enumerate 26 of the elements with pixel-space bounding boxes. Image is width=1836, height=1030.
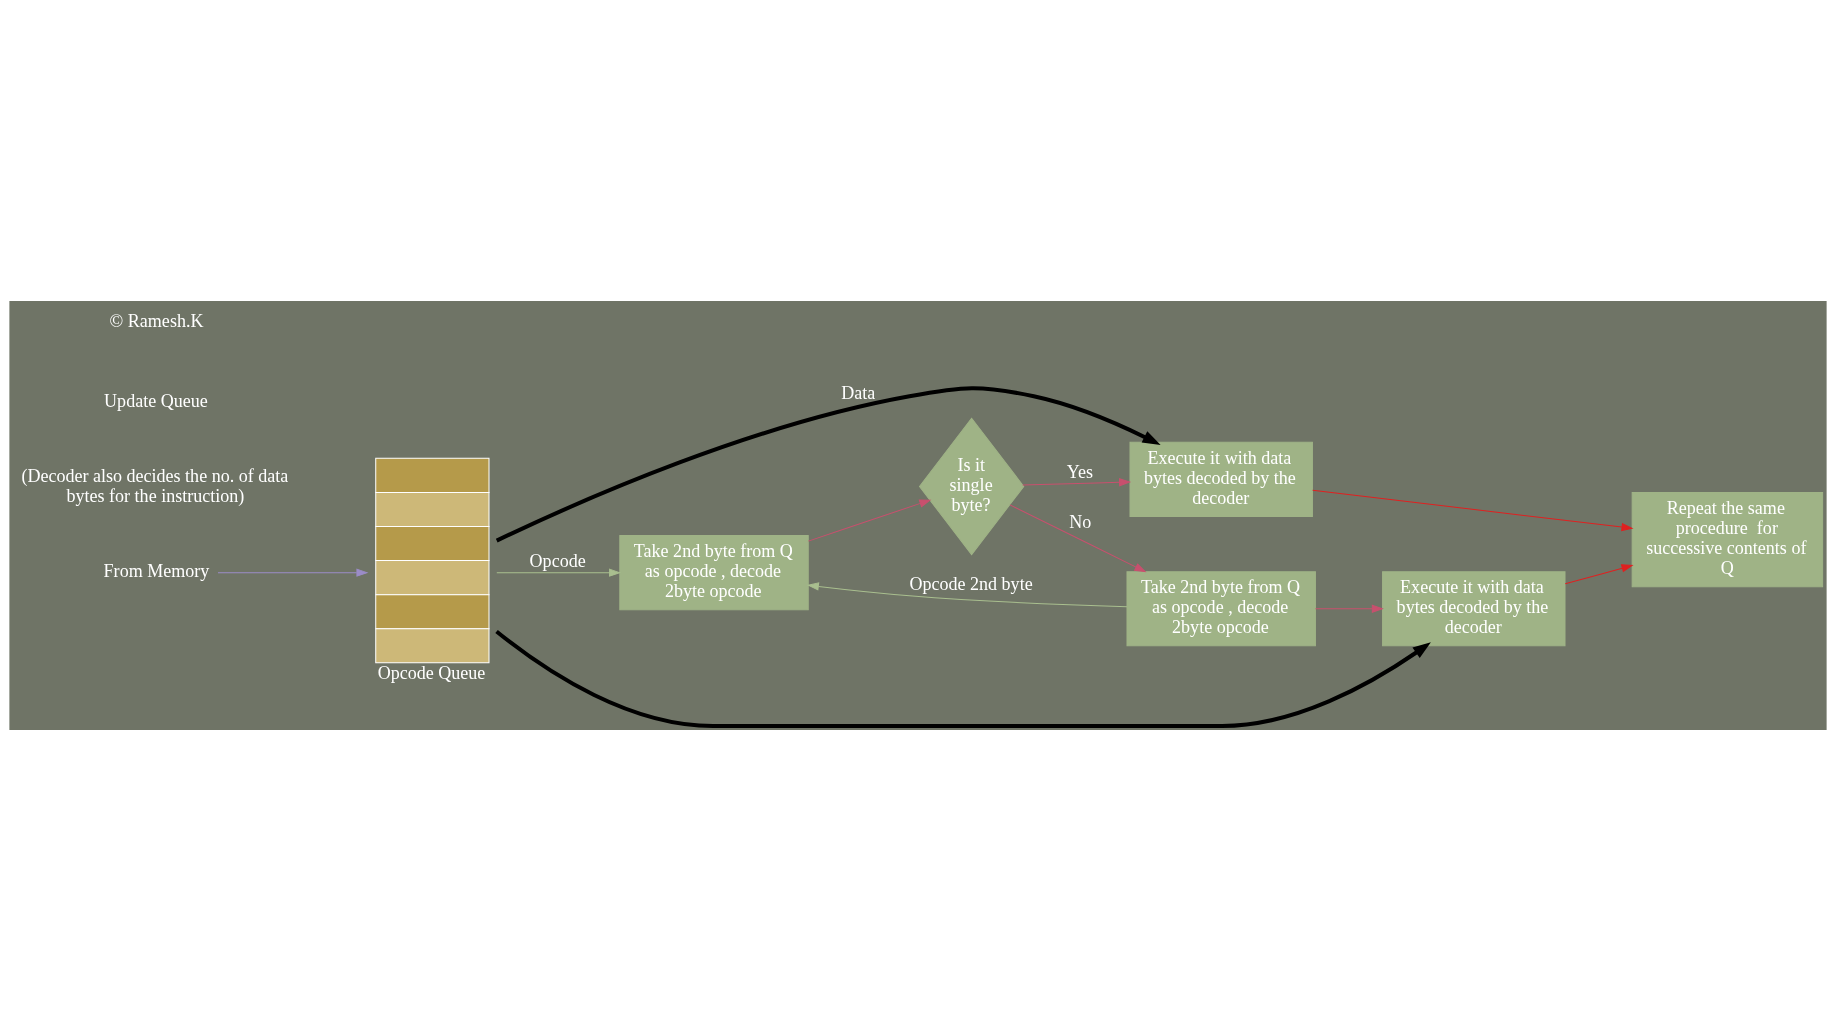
arrow	[1564, 563, 1633, 584]
arrow	[495, 385, 1161, 542]
node-box: Take 2nd byte from Q as opcode , decode 2byte opcode	[1126, 570, 1316, 646]
arrow	[495, 629, 1431, 728]
arrow	[496, 568, 621, 577]
node-box: Take 2nd byte from Q as opcode , decode 2byte opcode	[619, 534, 809, 610]
arrow	[807, 581, 1128, 607]
arrow	[1022, 477, 1131, 486]
label: Update Queue	[104, 390, 208, 411]
arrow	[1315, 604, 1383, 613]
edge-label: No	[1069, 511, 1092, 532]
edge-label: Opcode 2nd byte	[909, 573, 1033, 594]
node-text: From Memory	[103, 560, 210, 581]
edge-label: Data	[841, 382, 876, 403]
node-box: Repeat the same procedure for successive contents of Q	[1631, 491, 1824, 587]
label: (Decoder also decides the no. of data bytes for the instruction)	[21, 465, 289, 506]
node-label: Opcode Queue	[377, 662, 486, 683]
arrow	[807, 499, 931, 542]
edge-label: Opcode	[529, 550, 586, 571]
arrow	[1009, 503, 1146, 572]
label: © Ramesh.K	[109, 310, 204, 331]
arrow	[217, 568, 368, 577]
node-box: Execute it with data bytes decoded by the decoder	[1129, 441, 1313, 517]
node-box: Execute it with data bytes decoded by the decoder	[1382, 570, 1566, 646]
arrow	[1312, 489, 1633, 531]
edge-label: Yes	[1066, 461, 1094, 482]
